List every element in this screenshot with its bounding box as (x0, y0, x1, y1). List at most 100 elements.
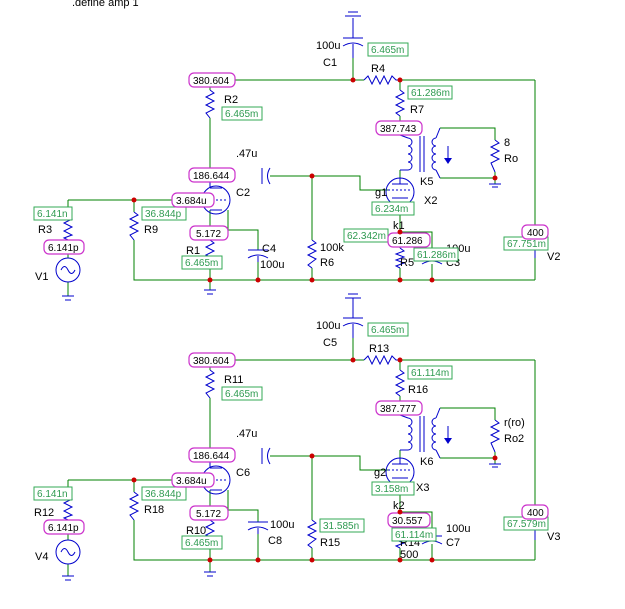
amp2-r14-value: 500 (400, 549, 418, 561)
svg-text:6.465m: 6.465m (371, 45, 404, 56)
amp1-v2-label: V2 (547, 251, 560, 263)
svg-text:380.604: 380.604 (193, 356, 230, 367)
amp1-v1-source (55, 257, 81, 301)
svg-text:400: 400 (527, 508, 544, 519)
amp2-c5-value: 100u (316, 320, 340, 332)
amp2-cathode-voltage: 5.172 (189, 505, 229, 521)
amp1-r2-current: 6.465m (221, 106, 263, 121)
amp1-c4-capacitor (247, 249, 269, 262)
amp1-c1-current: 6.465m (367, 42, 409, 57)
amp1-r5-resistor (394, 247, 406, 269)
amp2-r18-label: R18 (144, 504, 164, 516)
amp1-r3-label: R3 (38, 224, 52, 236)
amp2-k6-transformer (399, 407, 452, 459)
amp1-supply-voltage: 400 (521, 224, 549, 240)
svg-text:6.234m: 6.234m (375, 204, 408, 215)
svg-text:6.141p: 6.141p (48, 523, 79, 534)
amp2-k2-label: k2 (393, 500, 405, 512)
svg-text:380.604: 380.604 (193, 76, 230, 87)
amp1-g1-label: g1 (375, 187, 387, 199)
amp2-c6-value: .47u (236, 428, 257, 440)
amp1-k1-label: k1 (393, 220, 405, 232)
amp1-v1-plate-voltage: 186.644 (188, 167, 236, 183)
amp1-circuit: 100u C1 6.465m R4 R2 6.465m R7 61.286m (33, 11, 560, 301)
amp1-r7-label: R7 (410, 104, 424, 116)
amp1-ro-value: 8 (504, 137, 510, 149)
svg-text:61.114m: 61.114m (411, 368, 449, 379)
amp2-c7-label: C7 (446, 537, 460, 549)
amp1-c1-capacitor (342, 11, 364, 58)
amp1-r3-current: 6.141n (33, 206, 73, 221)
amp2-r11-resistor (204, 369, 216, 399)
amp1-c4-label: C4 (262, 243, 276, 255)
amp1-r6-label: R6 (320, 257, 334, 269)
amp2-r12-label: R12 (34, 507, 54, 519)
amp2-c8-capacitor (247, 521, 269, 534)
amp1-r9-label: R9 (144, 224, 158, 236)
amp2-wires (67, 338, 536, 576)
amp2-plate-voltage: 387.777 (375, 400, 423, 416)
amp1-r2-label: R2 (224, 94, 238, 106)
svg-text:387.743: 387.743 (380, 124, 417, 135)
amp1-r4-resistor (363, 74, 400, 86)
amp1-r4-label: R4 (371, 63, 385, 75)
amp1-r1-current: 6.465m (181, 255, 223, 270)
amp2-c8-label: C8 (268, 535, 282, 547)
svg-text:31.585n: 31.585n (323, 521, 359, 532)
amp1-c1-value: 100u (316, 40, 340, 52)
amp1-r7-resistor (394, 89, 406, 117)
amp1-r7-current: 61.286m (407, 85, 453, 100)
amp2-r15-resistor (306, 519, 318, 549)
amp2-ro2-label: Ro2 (504, 433, 524, 445)
amp1-r9-current: 36.844p (141, 206, 187, 221)
amp2-r15-label: R15 (320, 537, 340, 549)
amp2-c5-current: 6.465m (367, 322, 409, 337)
amp1-c1-label: C1 (323, 57, 337, 69)
svg-text:6.465m: 6.465m (225, 389, 258, 400)
svg-text:36.844p: 36.844p (145, 209, 182, 220)
amp1-k1-voltage: 61.286 (387, 232, 431, 248)
amp2-r16-resistor (394, 369, 406, 397)
amp2-r18-current: 36.844p (141, 486, 187, 501)
amp2-r13-resistor (363, 354, 400, 366)
amp1-wires (67, 58, 536, 296)
amp1-c3-current: 61.286m (413, 247, 459, 262)
svg-text:6.141n: 6.141n (37, 489, 68, 500)
amp2-c6-capacitor (261, 447, 271, 465)
amp1-plate-voltage: 387.743 (375, 120, 423, 136)
amp2-r10-current: 6.465m (181, 535, 223, 550)
amp2-ro2-ground (489, 463, 501, 468)
amp2-ro2-resistor (489, 419, 501, 453)
amp2-g2-current: 3.158m (371, 481, 415, 496)
svg-text:30.557: 30.557 (392, 516, 423, 527)
amp2-r18-resistor (128, 491, 140, 521)
svg-text:6.465m: 6.465m (371, 325, 404, 336)
svg-text:5.172: 5.172 (196, 229, 221, 240)
amp2-c5-capacitor (342, 293, 364, 338)
amp1-r6-value: 100k (320, 242, 344, 254)
svg-text:36.844p: 36.844p (145, 489, 182, 500)
amp2-x3-label: X3 (416, 482, 429, 494)
svg-text:186.644: 186.644 (193, 171, 230, 182)
svg-text:387.777: 387.777 (380, 404, 417, 415)
svg-text:3.684u: 3.684u (176, 476, 207, 487)
svg-text:400: 400 (527, 228, 544, 239)
amp1-b-voltage: 380.604 (188, 72, 236, 88)
amp2-v4-label: V4 (35, 551, 48, 563)
amp1-c2-capacitor (261, 167, 271, 185)
svg-text:3.684u: 3.684u (176, 196, 207, 207)
svg-text:61.114m: 61.114m (395, 530, 433, 541)
amp2-c7-value: 100u (446, 523, 470, 535)
svg-text:3.158m: 3.158m (375, 484, 408, 495)
amp2-supply-voltage: 400 (521, 504, 549, 520)
amp1-c2-value: .47u (236, 148, 257, 160)
amp2-r15-current: 31.585n (319, 518, 365, 533)
amp1-c4-value: 100u (260, 259, 284, 271)
amp1-ro-label: Ro (504, 153, 518, 165)
svg-text:67.751m: 67.751m (507, 239, 546, 250)
amp1-cathode-voltage: 5.172 (189, 225, 229, 241)
amp2-c6-label: C6 (236, 467, 250, 479)
amp2-c8-value: 100u (270, 519, 294, 531)
amp2-ro2-value: r(ro) (504, 417, 525, 429)
